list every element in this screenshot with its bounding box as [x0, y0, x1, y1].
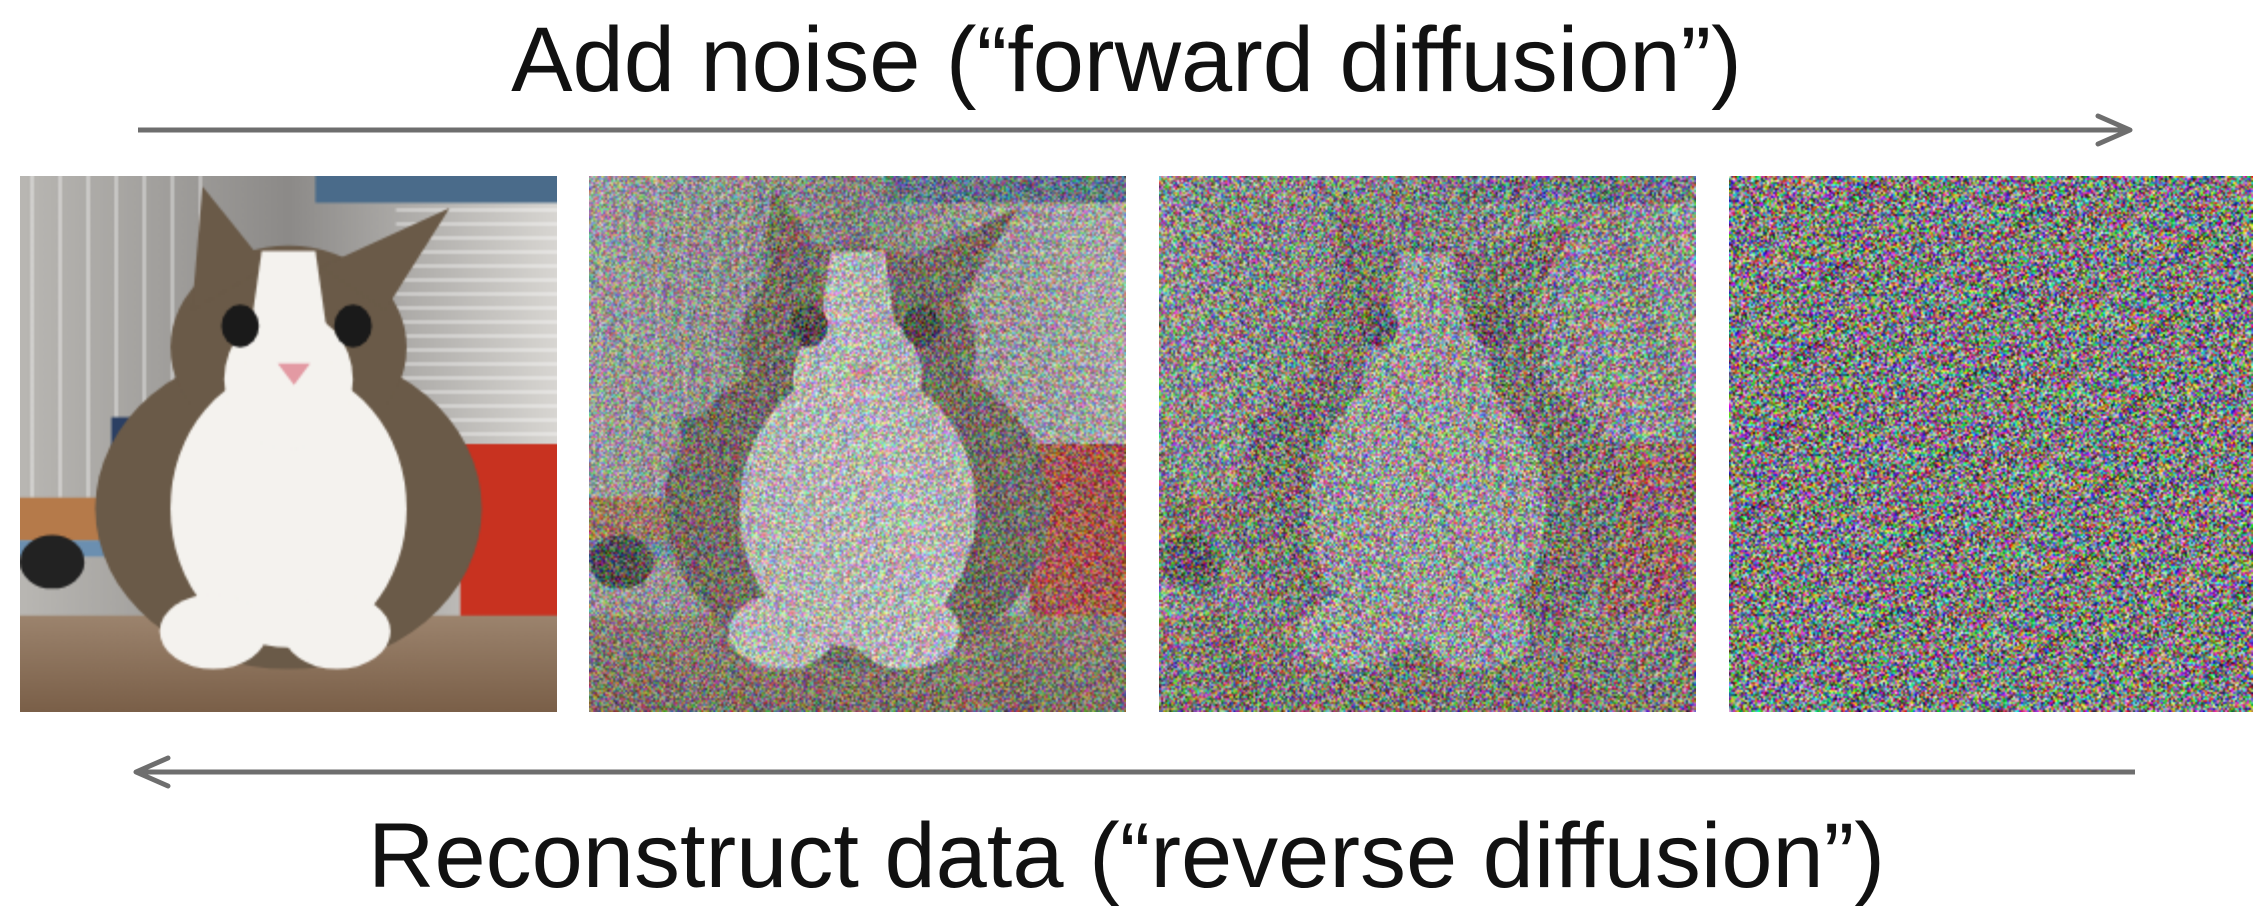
- reverse-arrow: [133, 755, 2135, 789]
- noisy-cat-image-1: [589, 176, 1126, 712]
- forward-diffusion-label: Add noise (“forward diffusion”): [511, 9, 1742, 111]
- noisy-cat-image-2: [1159, 176, 1696, 712]
- forward-arrow: [138, 113, 2133, 147]
- reverse-diffusion-label: Reconstruct data (“reverse diffusion”): [368, 805, 1885, 907]
- clean-cat-image: [20, 176, 557, 712]
- pure-noise-image: [1729, 176, 2253, 712]
